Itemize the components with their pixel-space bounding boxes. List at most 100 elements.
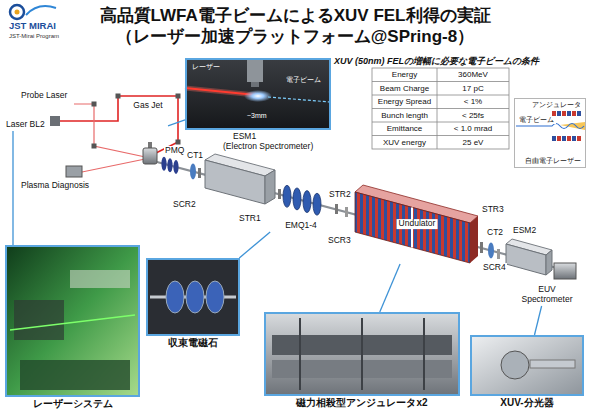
box-front xyxy=(506,244,546,275)
component-label: STR3 xyxy=(481,205,505,215)
main-laser-beam xyxy=(60,96,178,156)
plasma-diagnosis-box xyxy=(66,166,82,177)
screen-marker xyxy=(497,249,500,259)
logo-text: JST-Mirai Program xyxy=(8,33,60,40)
probe-laser-beam xyxy=(74,104,150,172)
component-label: ESM2 xyxy=(512,226,537,236)
gas-jet-chamber xyxy=(143,142,157,164)
pmq-disc xyxy=(167,158,172,172)
table-cell: Emittance xyxy=(372,124,437,133)
magnet xyxy=(186,281,204,313)
frame xyxy=(361,318,363,390)
equipment xyxy=(70,270,130,288)
component-label: STR2 xyxy=(328,190,352,200)
component-label: ESM1 xyxy=(232,132,257,142)
magnet xyxy=(166,281,184,313)
schematic-label: アンジュレータ xyxy=(530,101,583,109)
undulator-illustration xyxy=(355,185,478,263)
component-label: SCR4 xyxy=(482,263,507,273)
photo-panel: XUV-分光器 xyxy=(470,335,584,396)
photo-panel: 磁力相殺型アンジュレータx2 xyxy=(264,312,460,396)
mirror xyxy=(176,94,181,99)
gas-jet: Gas Jet xyxy=(128,101,168,165)
table-cell: < 1.0 mrad xyxy=(437,124,509,133)
table-cell: < 1% xyxy=(437,97,509,106)
component-label: STR1 xyxy=(238,214,262,224)
table-frame xyxy=(372,68,509,149)
xuv-spectrometer-photo xyxy=(470,335,584,396)
box-front xyxy=(205,160,265,204)
steering-marker xyxy=(480,242,483,253)
magnet xyxy=(552,136,556,141)
chamber xyxy=(501,351,529,379)
tube xyxy=(530,360,575,368)
frame xyxy=(299,318,301,390)
magnet xyxy=(557,111,561,116)
electron-beam xyxy=(268,97,330,102)
steering-marker xyxy=(278,189,281,199)
part-label: EMQ1-4 xyxy=(283,221,319,231)
table-cell: Bunch length xyxy=(372,111,437,120)
magnet xyxy=(557,136,561,141)
nozzle-tip xyxy=(251,82,259,87)
part-label: Undulator xyxy=(397,219,438,229)
magnet xyxy=(567,136,571,141)
callout-line xyxy=(168,120,185,126)
laser-source xyxy=(50,116,60,126)
photo-caption: 磁力相殺型アンジュレータx2 xyxy=(296,397,427,409)
photo-caption: 収束電磁石 xyxy=(168,337,218,349)
component-label: CT1 xyxy=(186,151,204,161)
component-label: SCR3 xyxy=(327,236,352,246)
photo-inset: レーザー ~3mm 電子ビーム xyxy=(185,58,331,130)
logo-text: JST MIRAI xyxy=(8,21,57,32)
green-beam xyxy=(10,315,135,330)
table-heading: XUV (50nm) FELの増幅に必要な電子ビームの条件 xyxy=(333,56,540,66)
box-side xyxy=(546,250,552,275)
box-side xyxy=(265,170,275,204)
quadrupole-group: EMQ1-4 xyxy=(268,180,334,232)
logo-dot xyxy=(15,10,20,15)
page-title: 高品質LWFA電子ビームによるXUV FEL利得の実証 （レーザー加速プラットフ… xyxy=(75,5,515,48)
component-label: SCR2 xyxy=(172,200,197,210)
undulator-front xyxy=(355,192,470,263)
magnet xyxy=(567,111,571,116)
photo-ground xyxy=(185,58,331,130)
photo-annotation: 電子ビーム xyxy=(286,76,321,84)
logo-swoosh xyxy=(26,6,56,15)
table-rule xyxy=(372,122,509,123)
table-cell: 17 pC xyxy=(437,84,509,93)
magnet xyxy=(577,136,581,141)
table-rule xyxy=(372,108,509,109)
steering-marker xyxy=(335,204,338,214)
photo-annotation: レーザー xyxy=(192,63,220,71)
magnet xyxy=(206,281,224,313)
undulator-schematic xyxy=(514,98,586,168)
schematic-ground xyxy=(514,98,586,168)
pmq-disc xyxy=(161,157,166,171)
schematic-inset: アンジュレータ電子ビーム自由電子レーザー xyxy=(514,98,586,168)
laser-table xyxy=(50,94,181,178)
photo-ground xyxy=(146,258,240,336)
pmq-disc xyxy=(173,160,178,174)
undulator-photo xyxy=(264,312,460,396)
photo-ground xyxy=(470,335,584,396)
part-label: EUV Spectrometer xyxy=(516,285,578,305)
plasma-glow xyxy=(244,90,272,102)
quadrupole xyxy=(303,191,311,213)
euv-spectrometer: EUV Spectrometer xyxy=(512,262,582,306)
laser-source: Laser BL2 xyxy=(4,113,47,131)
table-cell: Energy Spread xyxy=(372,97,437,106)
magnet xyxy=(572,111,576,116)
euv-spectrometer-box xyxy=(554,263,576,279)
part-label: Gas Jet xyxy=(131,101,164,111)
quadrupole xyxy=(313,193,321,215)
emq-magnets xyxy=(283,185,321,215)
photo-annotation: ~3mm xyxy=(247,112,267,120)
component-label: Probe Laser xyxy=(20,91,68,101)
screen-marker xyxy=(345,207,348,217)
magnet xyxy=(572,136,576,141)
laser-system-photo xyxy=(5,245,140,397)
magnet xyxy=(562,111,566,116)
callout-line xyxy=(534,306,541,335)
